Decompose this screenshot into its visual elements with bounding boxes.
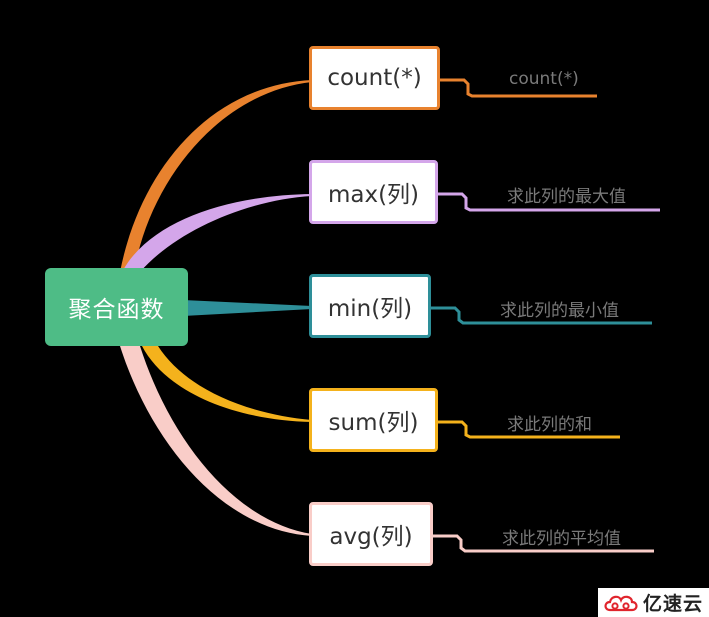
leaf-count: count(*) bbox=[509, 69, 579, 89]
connector-sum bbox=[142, 346, 312, 422]
connector-avg bbox=[120, 346, 312, 536]
leaf-line-min bbox=[430, 306, 652, 325]
watermark: 亿速云 bbox=[598, 588, 709, 617]
watermark-text: 亿速云 bbox=[643, 593, 704, 615]
node-avg[interactable]: avg(列) bbox=[309, 502, 433, 566]
node-count[interactable]: count(*) bbox=[309, 46, 440, 110]
leaf-line-max bbox=[437, 192, 660, 212]
root-node: 聚合函数 bbox=[45, 268, 188, 346]
leaf-max: 求此列的最大值 bbox=[507, 187, 626, 207]
connector-min bbox=[183, 300, 312, 316]
node-max[interactable]: max(列) bbox=[309, 160, 438, 224]
cloud-logo-icon bbox=[604, 595, 638, 611]
connector-max bbox=[122, 194, 312, 272]
leaf-line-sum bbox=[437, 420, 620, 439]
node-min[interactable]: min(列) bbox=[309, 274, 431, 338]
leaf-avg: 求此列的平均值 bbox=[502, 529, 621, 549]
leaf-sum: 求此列的和 bbox=[507, 415, 592, 435]
leaf-line-avg bbox=[432, 534, 654, 553]
leaf-min: 求此列的最小值 bbox=[500, 301, 619, 321]
node-sum[interactable]: sum(列) bbox=[309, 388, 438, 452]
connector-count bbox=[120, 80, 312, 272]
leaf-line-count bbox=[439, 78, 597, 98]
